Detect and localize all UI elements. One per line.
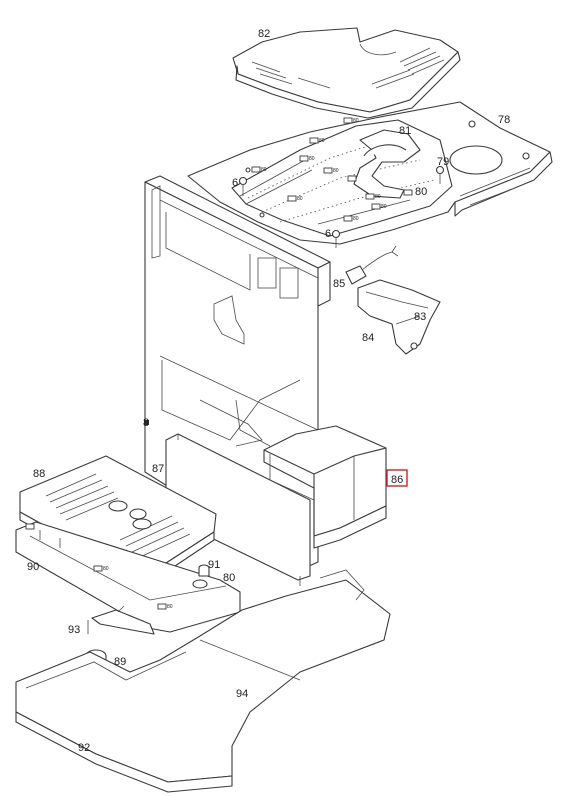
screw-6-upper[interactable] (238, 176, 248, 197)
label-81: 81 (399, 125, 411, 137)
label-87: 87 (152, 463, 164, 475)
mini-label: 80 (167, 604, 173, 610)
label-89: 89 (114, 656, 126, 668)
part-86-water-tank[interactable] (263, 425, 387, 549)
part-85-sensor[interactable] (345, 245, 399, 285)
mini-label: 80 (319, 138, 325, 144)
label-82: 82 (258, 28, 270, 40)
part-92-base-tray[interactable] (15, 569, 391, 793)
mini-label: 80 (375, 194, 381, 200)
mini-label: 80 (353, 118, 359, 124)
mini-label: 80 (381, 204, 387, 210)
label-94: 94 (236, 688, 248, 700)
label-84: 84 (362, 332, 374, 344)
label-83: 83 (414, 311, 426, 323)
label-88: 88 (33, 468, 45, 480)
mini-label: 80 (261, 167, 267, 173)
part-90-drip-tray[interactable] (15, 521, 241, 633)
mini-labels: 80 80 80 80 80 80 80 80 80 80 80 (103, 118, 387, 610)
mini-label: 80 (309, 156, 315, 162)
part-93-lever[interactable] (87, 605, 155, 635)
label-79: 79 (437, 156, 449, 168)
clip-parts-80 (251, 117, 413, 222)
label-6-upper: 6 (232, 177, 238, 189)
screw-6-lower[interactable] (331, 229, 341, 249)
part-number-labels: 82 78 81 79 80 6 6 85 83 84 8 87 86 88 9… (27, 28, 510, 754)
label-80-lower: 80 (223, 572, 235, 584)
label-78: 78 (498, 114, 510, 126)
label-93: 93 (68, 624, 80, 636)
label-86: 86 (391, 474, 403, 486)
mini-label: 80 (353, 216, 359, 222)
mini-label: 80 (103, 566, 109, 572)
label-6-lower: 6 (325, 228, 331, 240)
part-79-bolt[interactable] (435, 165, 445, 185)
mini-label: 80 (297, 196, 303, 202)
part-83-chute[interactable] (357, 279, 441, 355)
label-85: 85 (333, 278, 345, 290)
label-80-top: 80 (415, 186, 427, 198)
highlight-box-86 (386, 469, 408, 487)
label-92: 92 (78, 742, 90, 754)
label-8: 8 (143, 417, 149, 429)
mini-label: 80 (333, 168, 339, 174)
part-81-cutout-plate[interactable] (353, 129, 421, 199)
label-90: 90 (27, 561, 39, 573)
part-91-float[interactable] (192, 564, 210, 589)
part-82-top-cover[interactable] (232, 27, 461, 119)
label-91: 91 (208, 559, 220, 571)
